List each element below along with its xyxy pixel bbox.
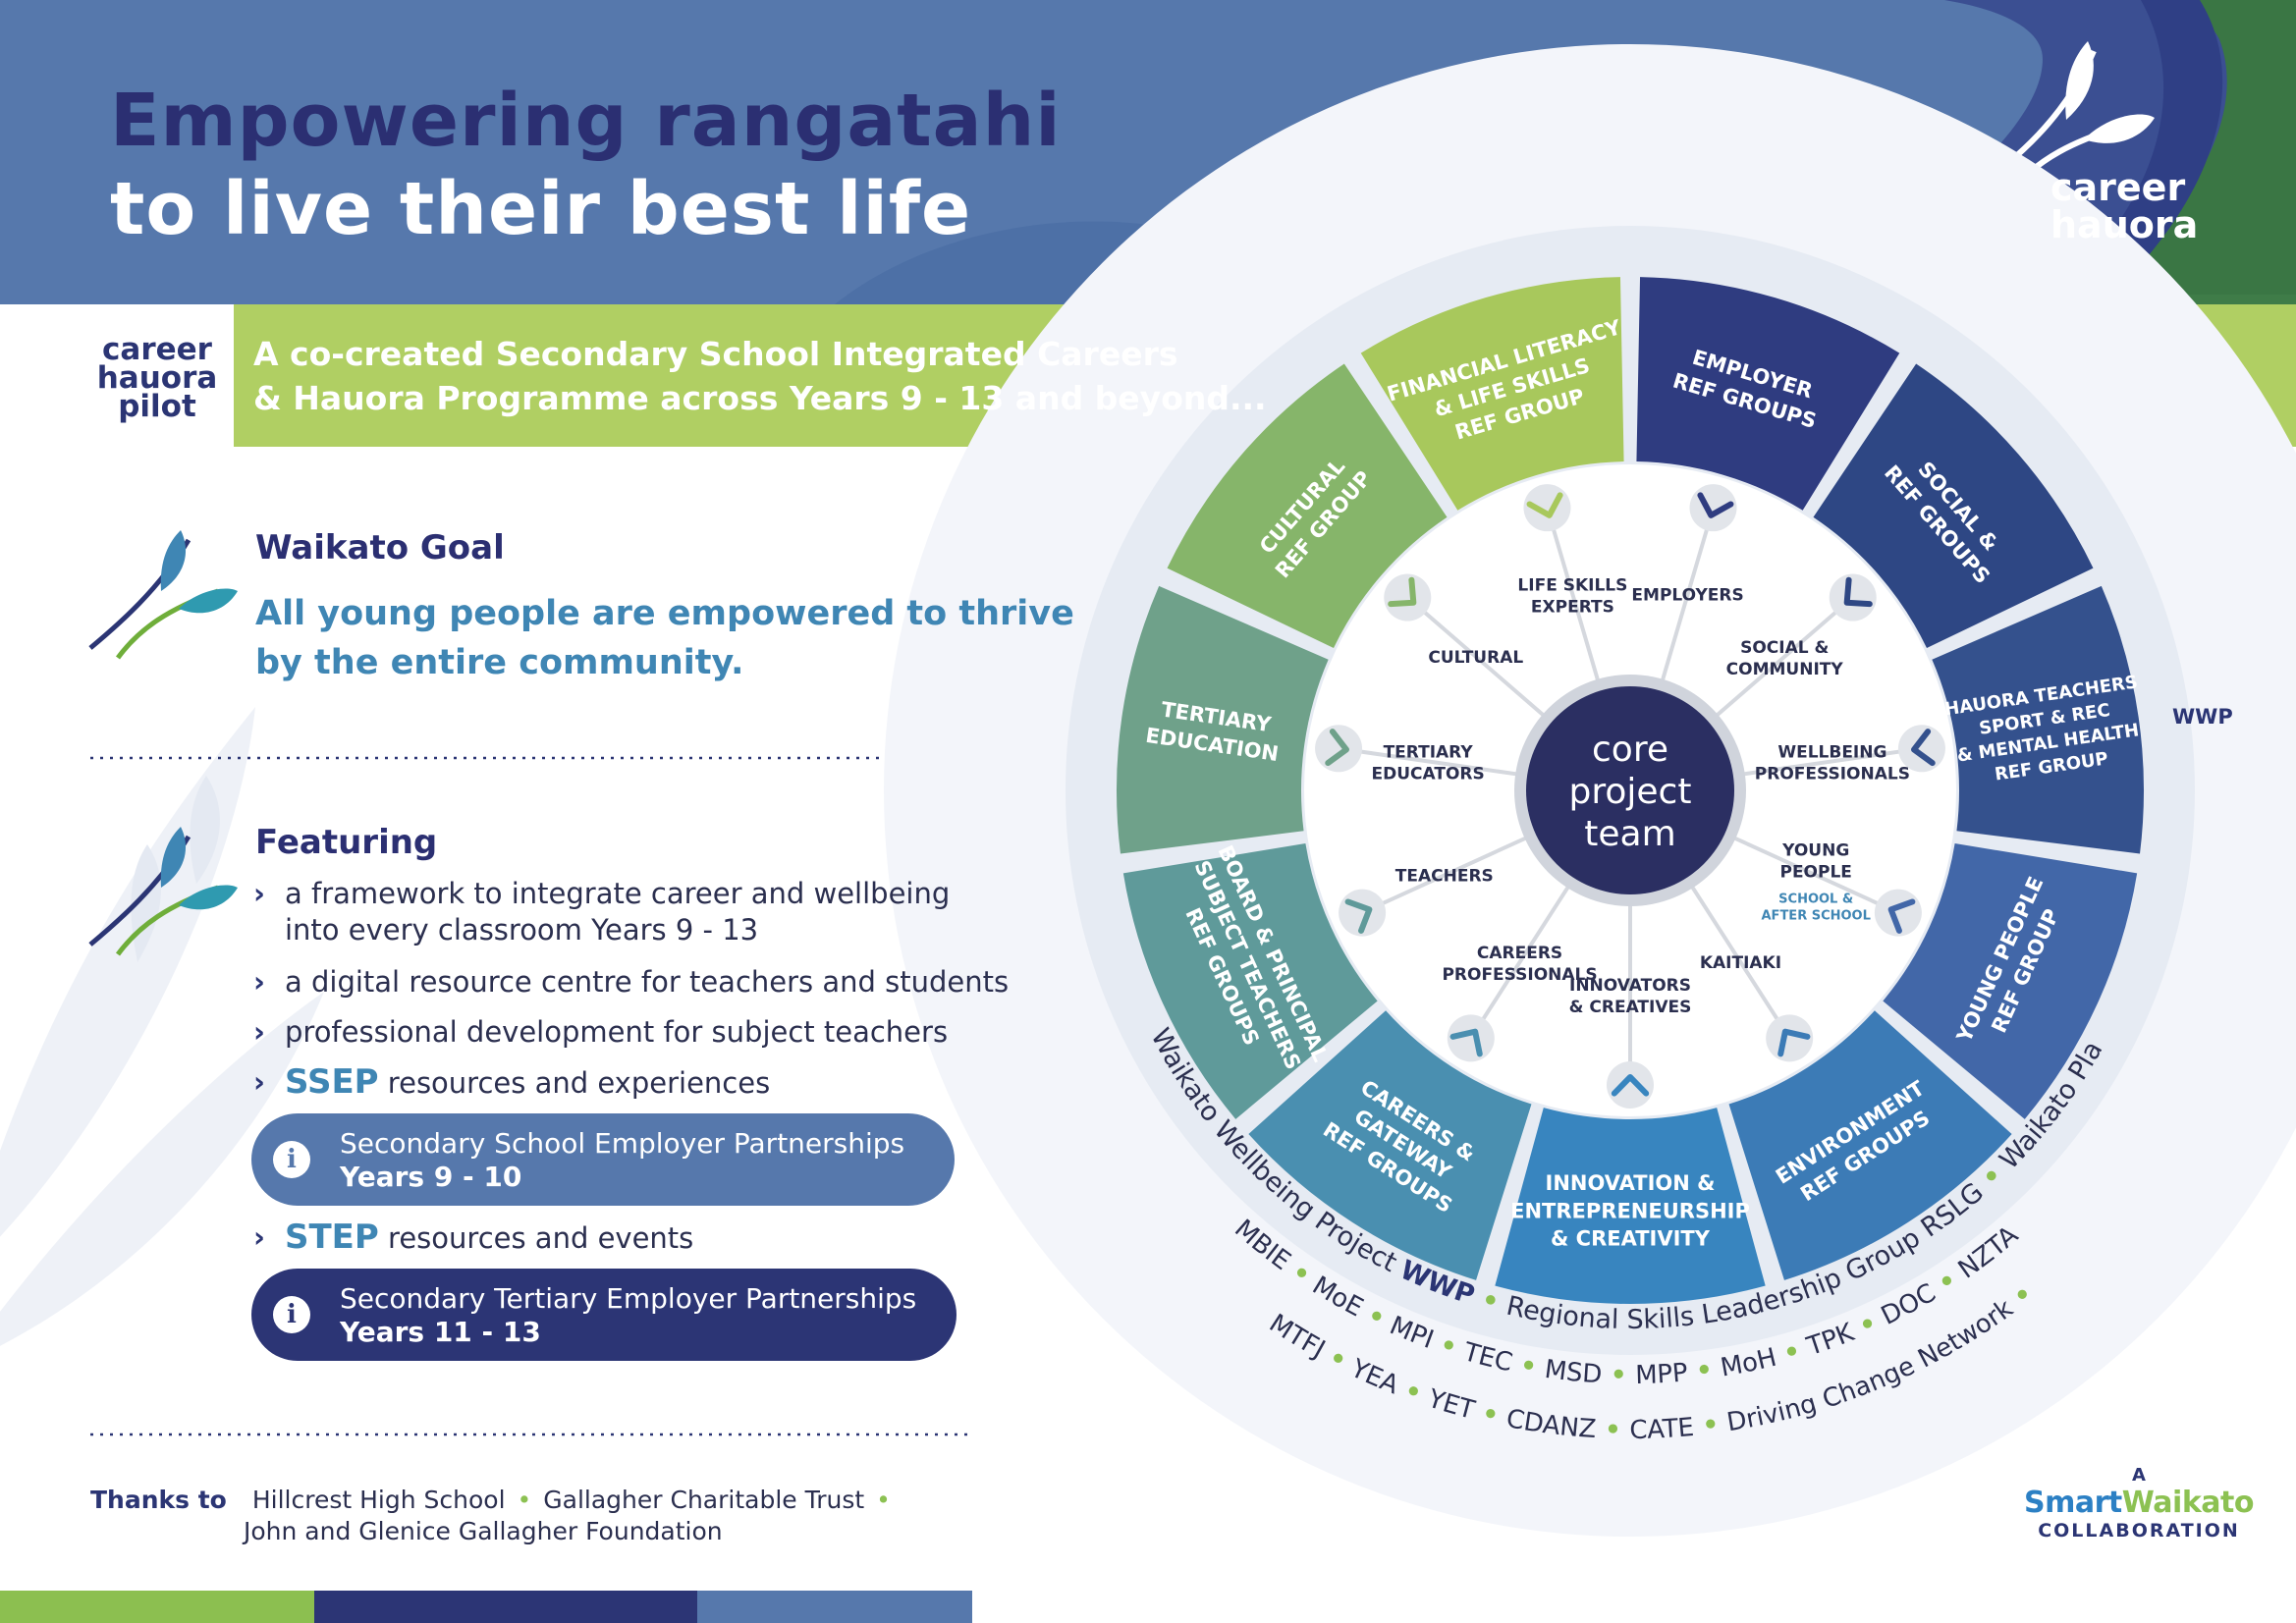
list-item-ssep: ›SSEP resources and experiences: [253, 1062, 771, 1102]
wheel-segment: [1883, 843, 2138, 1119]
inner-label: SOCIAL &COMMUNITY: [1726, 638, 1844, 679]
core-project-team: [1526, 686, 1734, 894]
list-item: ›a digital resource centre for teachers …: [253, 965, 1010, 999]
pilot-logo: career hauora pilot: [96, 332, 218, 424]
chevron-icon: [1829, 573, 1877, 622]
goal-text: All young people are empowered to thrive…: [255, 594, 1074, 682]
list-item-step: ›STEP resources and events: [253, 1217, 694, 1257]
inner-label: CULTURAL: [1428, 648, 1523, 668]
list-item: ›professional development for subject te…: [253, 1015, 949, 1049]
inner-label: KAITIAKI: [1700, 953, 1781, 973]
wwp-bracket-label: WWP: [2172, 705, 2233, 729]
leaf-icon-goal: [88, 530, 238, 660]
featuring-heading: Featuring: [255, 823, 438, 862]
inner-label: TEACHERS: [1395, 866, 1494, 886]
segment-label: INNOVATION &ENTREPRENEURSHIP& CREATIVITY: [1510, 1171, 1750, 1251]
wheel-segment: [1813, 363, 2094, 649]
goal-heading: Waikato Goal: [255, 528, 505, 568]
wheel-segment: [1116, 585, 1329, 854]
featuring-list: › a framework to integrate career and we…: [251, 876, 1019, 1361]
chevron-icon: [1766, 1014, 1814, 1062]
inner-label: EMPLOYERS: [1631, 585, 1743, 605]
list-item: › a framework to integrate career and we…: [253, 877, 951, 947]
chevron-icon: [1384, 573, 1432, 622]
wheel-segment: [1360, 277, 1624, 511]
wheel-segment: [1248, 1010, 1532, 1280]
ssep-pill: i Secondary School Employer Partnerships…: [251, 1113, 955, 1206]
page-title: Empowering rangatahi to live their best …: [110, 79, 1062, 251]
wheel-segment: [1728, 1010, 2012, 1280]
leaf-icon-featuring: [88, 827, 238, 956]
chevron-icon: [1607, 1061, 1654, 1109]
smartwaikato-logo: A SmartWaikato COLLABORATION: [2024, 1465, 2254, 1542]
wheel-segment: [1932, 585, 2144, 854]
inner-label: INNOVATORS& CREATIVES: [1569, 976, 1692, 1017]
step-pill: i Secondary Tertiary Employer Partnershi…: [251, 1269, 957, 1361]
wheel-segment: [1167, 363, 1448, 649]
chevron-icon: [1447, 1014, 1495, 1062]
info-icon: i: [273, 1296, 310, 1333]
wheel-segment: [1495, 1108, 1766, 1304]
programme-subtitle: A co-created Secondary School Integrated…: [253, 335, 1267, 417]
chevron-icon: [1315, 725, 1363, 773]
brand-logo-text: career hauora: [2050, 166, 2199, 246]
wheel-segment: [1636, 277, 1900, 511]
info-icon: i: [273, 1141, 310, 1178]
wheel-segment: [1122, 843, 1378, 1119]
